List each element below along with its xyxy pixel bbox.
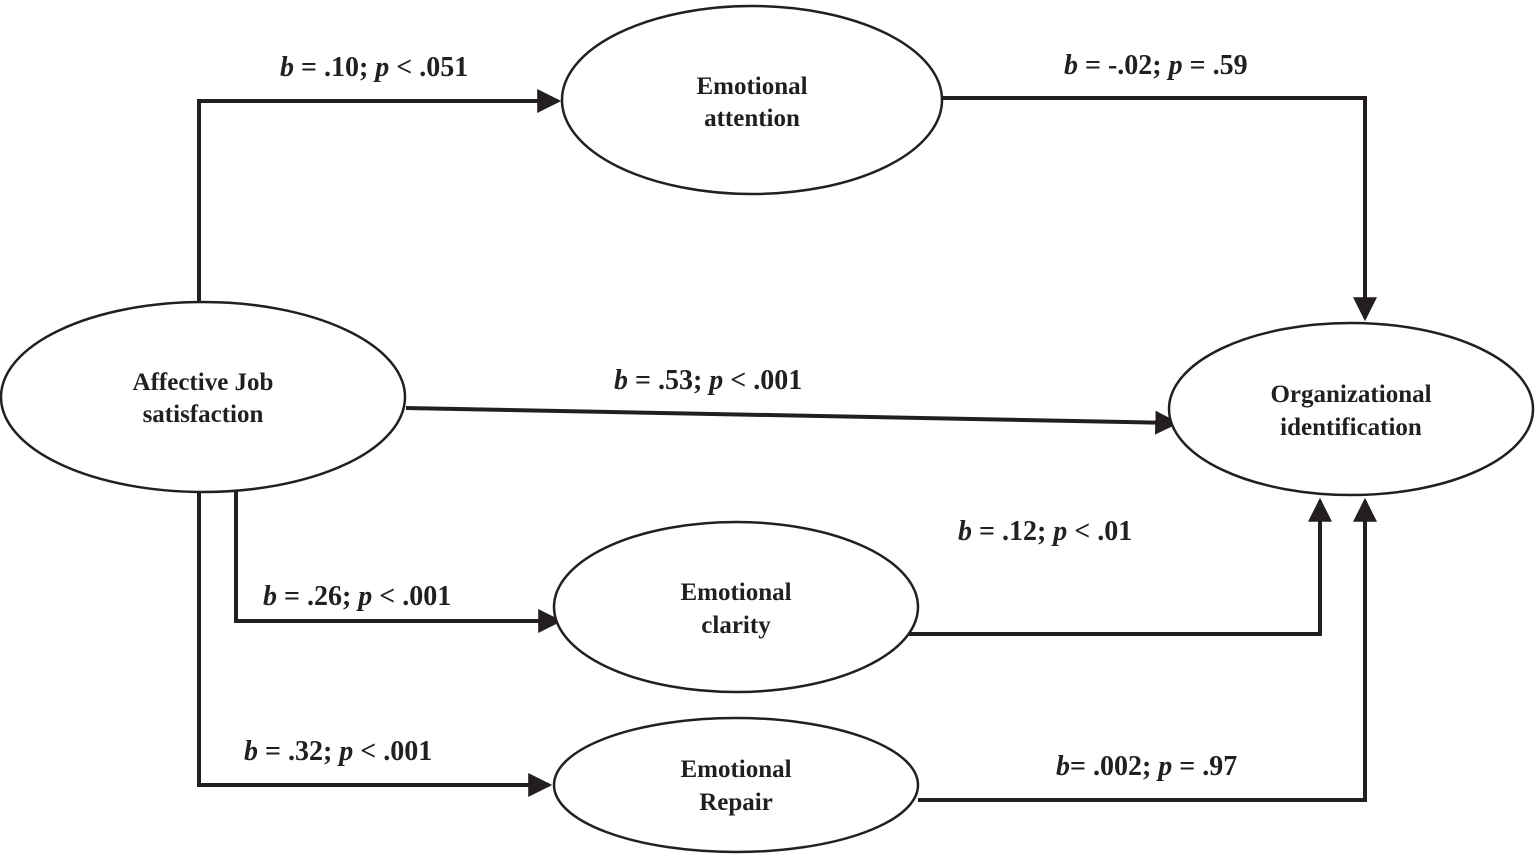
edge-label-ajs-orgid: b = .53; p < .001: [614, 365, 802, 396]
node-label-line: clarity: [701, 612, 771, 639]
edge-label-ajs-attention: b = .10; p < .051: [280, 52, 468, 83]
node-label-line: Affective Job: [133, 369, 274, 396]
node-label-line: Emotional: [680, 579, 791, 606]
edge-ajs-to-repair: b = .32; p < .001: [197, 491, 553, 797]
node-label-line: attention: [704, 105, 800, 132]
edge-label-clarity-orgid: b = .12; p < .01: [958, 516, 1132, 547]
edge-label-ajs-repair: b = .32; p < .001: [244, 736, 432, 767]
node-organizational-identification: Organizational identification: [1167, 321, 1535, 497]
node-emotional-attention: Emotional attention: [560, 4, 944, 196]
node-label-line: identification: [1280, 414, 1422, 441]
edge-label-repair-orgid: b= .002; p = .97: [1056, 751, 1237, 782]
node-label-line: Emotional: [696, 73, 807, 100]
node-label-line: Organizational: [1270, 381, 1431, 408]
edge-ajs-to-orgid: b = .53; p < .001: [405, 365, 1180, 435]
edge-repair-to-orgid: b= .002; p = .97: [918, 497, 1377, 802]
node-emotional-repair: Emotional Repair: [552, 716, 920, 854]
edge-label-attention-orgid: b = -.02; p = .59: [1064, 50, 1248, 81]
edge-ajs-to-clarity: b = .26; p < .001: [234, 491, 563, 633]
edge-ajs-to-attention: b = .10; p < .051: [197, 52, 562, 302]
edge-attention-to-orgid: b = -.02; p = .59: [943, 50, 1377, 322]
node-label-line: satisfaction: [143, 401, 264, 428]
edge-clarity-to-orgid: b = .12; p < .01: [902, 497, 1332, 636]
node-emotional-clarity: Emotional clarity: [552, 520, 920, 694]
node-label-line: Repair: [699, 789, 773, 816]
node-affective-job-satisfaction: Affective Job satisfaction: [0, 300, 407, 494]
edge-label-ajs-clarity: b = .26; p < .001: [263, 581, 451, 612]
node-label-line: Emotional: [680, 756, 791, 783]
